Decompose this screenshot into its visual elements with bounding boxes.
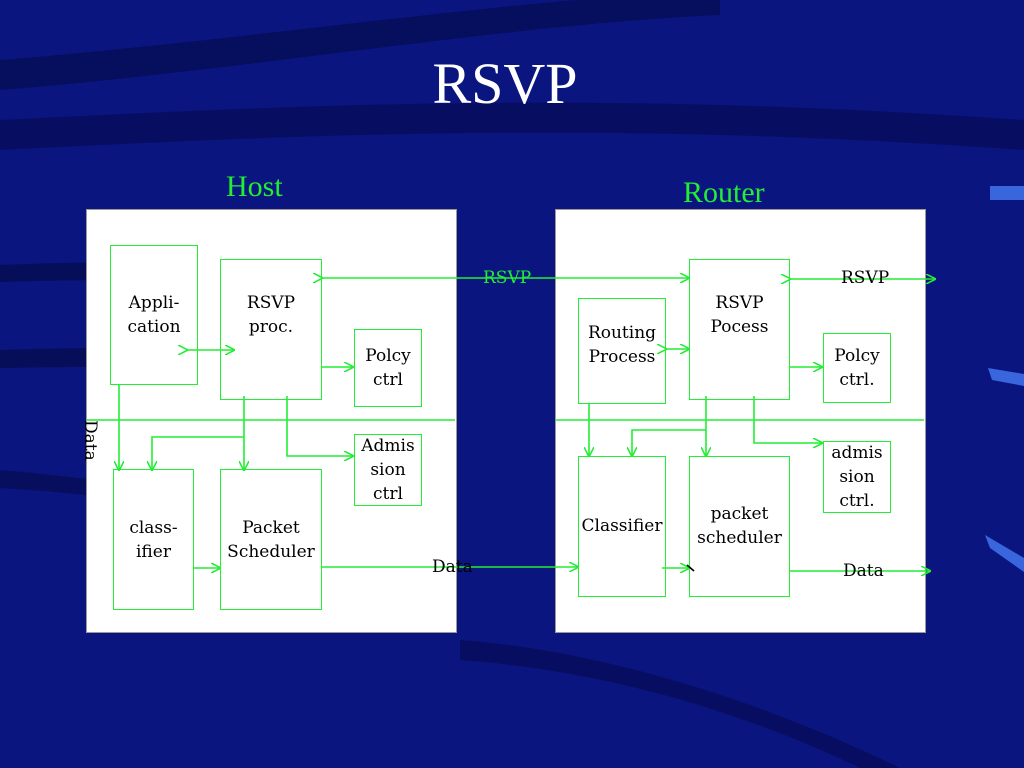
host-data-vertical-label: Data	[80, 420, 100, 461]
router-classifier-box: Classifier	[578, 456, 666, 597]
host-classifier-text: class- ifier	[129, 517, 178, 562]
host-rsvp-proc-text: RSVP proc.	[246, 292, 296, 337]
host-admission-ctrl-text: Admis sion ctrl	[361, 436, 415, 504]
host-admission-ctrl-box: Admis sion ctrl	[354, 434, 422, 506]
router-policy-ctrl-text: Polcy ctrl.	[834, 346, 880, 390]
router-packet-scheduler-text: packet scheduler	[697, 503, 782, 548]
router-rsvp-process-box: RSVP Pocess	[689, 259, 790, 400]
host-label: Host	[226, 170, 283, 203]
host-classifier-box: class- ifier	[113, 469, 194, 610]
host-packet-scheduler-text: Packet Scheduler	[227, 517, 315, 562]
rsvp-link-label: RSVP	[483, 268, 532, 288]
router-rsvp-process-text: RSVP Pocess	[710, 292, 769, 337]
router-policy-ctrl-box: Polcy ctrl.	[823, 333, 891, 403]
host-policy-ctrl-text: Polcy ctrl	[365, 346, 411, 390]
router-label: Router	[683, 176, 765, 209]
host-packet-scheduler-box: Packet Scheduler	[220, 469, 322, 610]
router-rsvp-out-label: RSVP	[841, 268, 890, 288]
data-link-label: Data	[432, 557, 473, 577]
page-title: RSVP	[432, 51, 578, 116]
router-routing-process-box: Routing Process	[578, 298, 666, 404]
host-rsvp-proc-box: RSVP proc.	[220, 259, 322, 400]
router-classifier-text: Classifier	[581, 515, 663, 536]
host-application-box: Appli- cation	[110, 245, 198, 385]
router-admission-ctrl-text: admis sion ctrl.	[831, 443, 883, 511]
router-packet-scheduler-box: packet scheduler	[689, 456, 790, 597]
host-application-text: Appli- cation	[127, 293, 181, 337]
router-routing-process-text: Routing Process	[587, 323, 657, 367]
router-admission-ctrl-box: admis sion ctrl.	[823, 441, 891, 513]
router-data-out-label: Data	[843, 561, 884, 581]
host-policy-ctrl-box: Polcy ctrl	[354, 329, 422, 407]
